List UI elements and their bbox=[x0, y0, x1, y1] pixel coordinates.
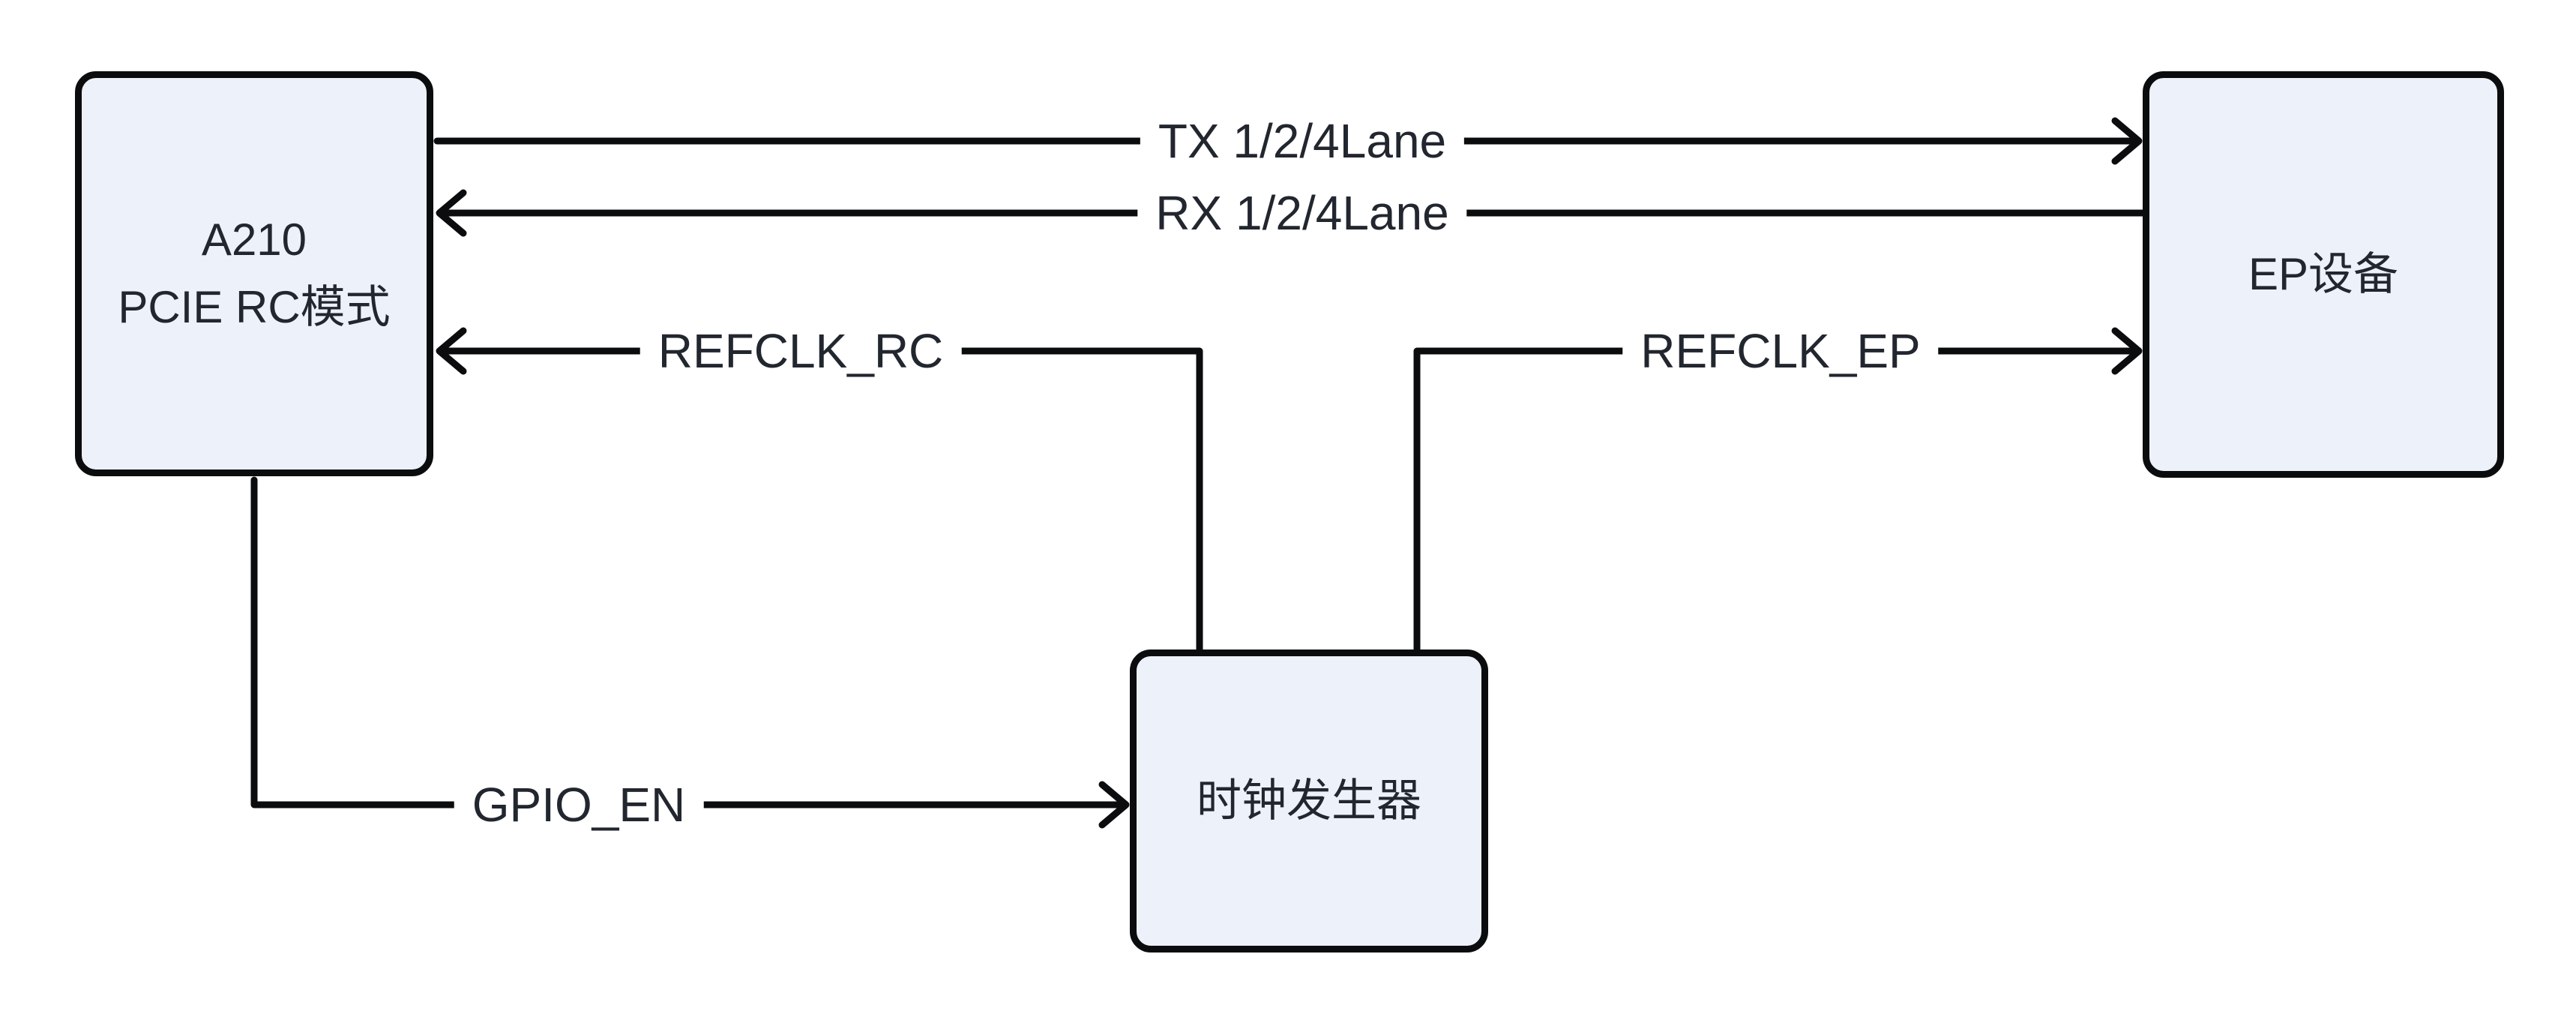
rc-box: A210 PCIE RC模式 bbox=[75, 71, 433, 476]
connector-refclk-ep-line bbox=[1413, 347, 2137, 656]
arrowhead-tx-right-icon bbox=[2111, 117, 2143, 165]
ep-box-title: EP设备 bbox=[2248, 249, 2399, 299]
label-tx-lanes: TX 1/2/4Lane bbox=[1140, 112, 1465, 170]
arrowhead-refclk-ep-right-icon bbox=[2111, 327, 2143, 375]
rc-box-title-line2: PCIE RC模式 bbox=[118, 282, 391, 332]
label-refclk-ep: REFCLK_EP bbox=[1622, 322, 1939, 380]
label-refclk-rc: REFCLK_RC bbox=[640, 322, 962, 380]
ep-box: EP设备 bbox=[2143, 71, 2504, 478]
arrowhead-refclk-rc-left-icon bbox=[436, 327, 467, 375]
connector-refclk-rc-line bbox=[442, 347, 1203, 656]
rc-box-title-line1: A210 bbox=[201, 214, 307, 265]
clock-generator-box-title: 时钟发生器 bbox=[1197, 776, 1421, 826]
connector-gpio-en-line bbox=[250, 476, 1124, 808]
arrowhead-rx-left-icon bbox=[436, 189, 467, 237]
arrowhead-gpio-en-right-icon bbox=[1098, 781, 1130, 829]
label-gpio-en: GPIO_EN bbox=[454, 776, 704, 833]
clock-generator-box: 时钟发生器 bbox=[1130, 650, 1488, 952]
label-rx-lanes: RX 1/2/4Lane bbox=[1137, 184, 1467, 242]
